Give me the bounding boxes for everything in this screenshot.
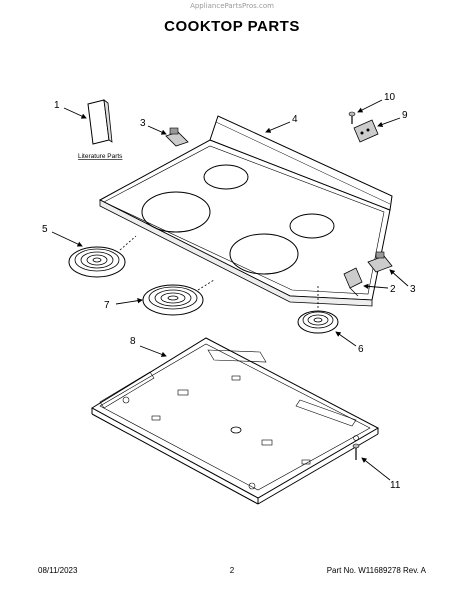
callout-2: 2 [390, 284, 396, 295]
burner-receptacle [343, 267, 363, 297]
footer-part-number: Part No. W11689278 Rev. A [326, 566, 426, 575]
burner-outline-front-right [229, 233, 299, 275]
callout-3-left: 3 [140, 118, 146, 129]
callout-6: 6 [358, 344, 364, 355]
callout-10: 10 [384, 92, 396, 103]
watermark-text: AppliancePartsPros.com [190, 2, 274, 10]
terminal-block [353, 119, 379, 143]
callout-1: 1 [54, 100, 60, 111]
callout-7: 7 [104, 300, 110, 311]
cooktop-glass [98, 115, 393, 307]
callout-3-right: 3 [410, 284, 416, 295]
literature-parts-label: Literature Parts [78, 153, 123, 160]
literature-part: Literature Parts [78, 99, 123, 160]
screw-part [348, 111, 356, 124]
screw-11 [352, 443, 360, 460]
hinge-bracket-left [165, 127, 189, 147]
leader-lines [51, 99, 409, 481]
footer-page-number: 2 [229, 566, 235, 575]
footer-date: 08/11/2023 [38, 566, 78, 575]
callout-4: 4 [292, 114, 298, 125]
callout-9: 9 [402, 110, 408, 121]
callout-8: 8 [130, 336, 136, 347]
burner-outline-rear-left [203, 164, 249, 190]
callout-5: 5 [42, 224, 48, 235]
burner-outline-rear-right [289, 213, 335, 239]
page-title: COOKTOP PARTS [164, 18, 300, 35]
burner-outline-front-left [141, 191, 211, 233]
surface-element-6 [297, 286, 339, 334]
callout-11: 11 [390, 480, 401, 491]
burner-box [91, 337, 380, 505]
callout-numbers: 1 3 4 10 9 5 2 3 7 6 8 11 [42, 92, 416, 491]
surface-element-7 [142, 279, 215, 316]
surface-element-5 [68, 235, 137, 278]
hinge-bracket-right [367, 251, 393, 273]
